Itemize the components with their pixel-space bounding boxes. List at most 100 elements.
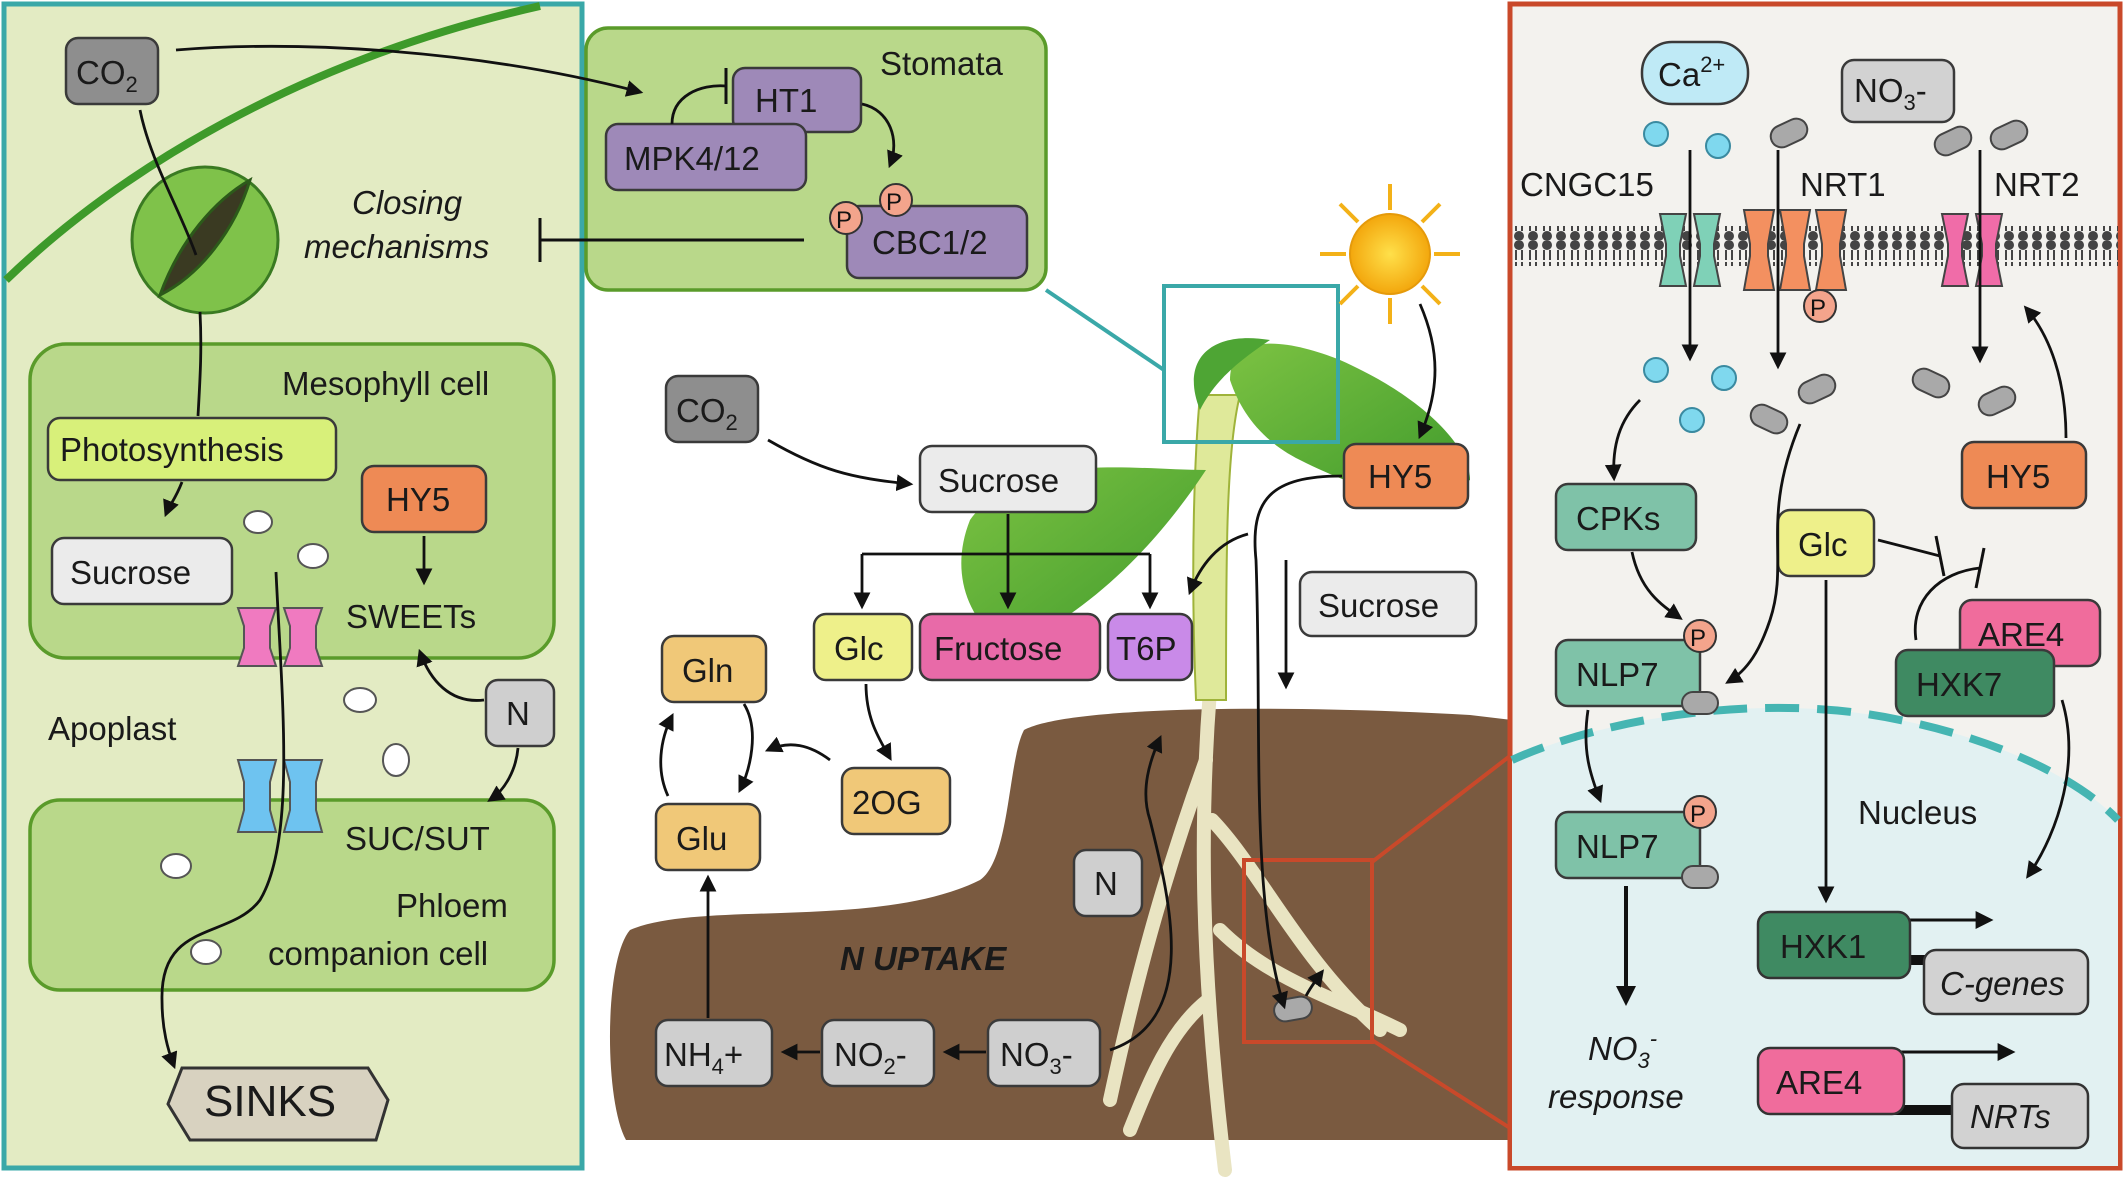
arrow-photo-sucrose: [163, 481, 184, 518]
cngc15-label: CNGC15: [1520, 166, 1654, 203]
roots: [1103, 683, 1407, 1177]
gln-node: Gln: [660, 634, 768, 704]
svg-text:HY5: HY5: [1986, 458, 2050, 495]
nlp7-a-nitrate: [1681, 691, 1719, 715]
arrow-ht1-cbc: [861, 102, 903, 169]
svg-text:NO2-: NO2-: [834, 1036, 907, 1079]
phloem-label-2: companion cell: [268, 935, 488, 972]
svg-text:CBC1/2: CBC1/2: [872, 224, 988, 261]
arrow-uptake: [1109, 734, 1173, 1052]
mesophyll-title: Mesophyll cell: [282, 365, 489, 402]
arrow-hy5-root: [1253, 474, 1343, 1010]
arrow-stoma-photosynthesis: [196, 311, 203, 417]
no3-response-label-2: response: [1548, 1078, 1684, 1115]
nlp7-node-a: NLP7: [1554, 638, 1702, 708]
suc-sut-label: SUC/SUT: [345, 820, 490, 857]
nrt1-label: NRT1: [1800, 166, 1886, 203]
no3-response-label-1: NO3-: [1588, 1026, 1657, 1073]
sucrose-node-left: Sucrose: [50, 536, 234, 606]
svg-text:2OG: 2OG: [852, 784, 922, 821]
left-panel: Stomata CO2 HT1 MPK4/12 CBC1/2 P P Closi…: [1, 1, 1048, 1171]
svg-text:NLP7: NLP7: [1576, 656, 1659, 693]
arrow-co2-sucrose: [767, 438, 914, 492]
svg-text:NLP7: NLP7: [1576, 828, 1659, 865]
arrow-sucrose-sinks: [160, 571, 286, 1070]
inhibit-glc-arrow: [1877, 538, 1941, 558]
svg-text:Sucrose: Sucrose: [938, 462, 1059, 499]
svg-text:N: N: [506, 695, 530, 732]
nitrate-ions: [1749, 117, 2029, 435]
plasma-membrane: [1512, 226, 2118, 266]
nlp7-a-phospho-label: P: [1690, 625, 1706, 652]
svg-text:MPK4/12: MPK4/12: [624, 140, 760, 177]
nrts-label: NRTs: [1970, 1098, 2051, 1135]
phloem-label-1: Phloem: [396, 887, 508, 924]
arrow-n-sucsut: [487, 747, 520, 802]
svg-text:CO2: CO2: [676, 392, 738, 435]
ht1-node: HT1: [731, 66, 863, 134]
inhibit-hxk7-are4: [1913, 566, 1981, 641]
arrow-hy5-nrt2: [2023, 305, 2068, 439]
svg-text:Photosynthesis: Photosynthesis: [60, 431, 284, 468]
no3-node-mid: NO3-: [986, 1018, 1102, 1088]
hxk1-gene-block: HXK1 C-genes: [1756, 910, 2090, 1016]
zoom-box-stomata: [1162, 284, 1340, 444]
arrow-n-sweets: [416, 648, 485, 702]
arrow-ca-cpks: [1604, 399, 1641, 482]
sucrose-granules-left: [160, 510, 410, 965]
svg-text:HT1: HT1: [755, 82, 817, 119]
cngc15-channel: [1658, 213, 1722, 287]
inhibit-glc-bar: [1934, 535, 1946, 577]
cpks-node: CPKs: [1554, 482, 1698, 552]
arrow-cpks-nlp7: [1630, 551, 1683, 620]
fructose-node: Fructose: [918, 612, 1102, 682]
arrow-co2-stoma: [138, 109, 198, 256]
arrow-og-glu: [764, 736, 831, 762]
n-node-left: N: [484, 678, 556, 748]
apoplast-label: Apoplast: [48, 710, 176, 747]
nlp7-a-phospho: [1683, 619, 1717, 653]
glc-node-right: Glc: [1776, 508, 1876, 578]
svg-text:Sucrose: Sucrose: [70, 554, 191, 591]
are4-gene-block: ARE4 NRTs: [1756, 1043, 2090, 1150]
t6p-node: T6P: [1106, 612, 1194, 682]
leaf-top: [1193, 338, 1270, 410]
sinks-node: SINKS: [166, 1066, 390, 1142]
svg-text:Glc: Glc: [1798, 526, 1848, 563]
hy5-node-left: HY5: [360, 464, 488, 534]
calcium-ions: [1643, 121, 1737, 433]
nrt2-transporter: [1940, 213, 2004, 287]
inhibit-mpk-ht1: [670, 84, 727, 125]
hy5-node-right: HY5: [1960, 440, 2088, 510]
nlp7-b-phospho-label: P: [1690, 801, 1706, 828]
arrow-no3-nlp7: [1725, 423, 1802, 684]
svg-text:CO2: CO2: [76, 54, 138, 97]
arrow-nlp7-translocate: [1584, 709, 1604, 804]
arrow-glc-og: [864, 683, 892, 761]
svg-text:HY5: HY5: [1368, 458, 1432, 495]
hy5-node-mid: HY5: [1342, 442, 1470, 510]
svg-text:P: P: [886, 189, 902, 216]
zoom-line-root-1: [1370, 754, 1512, 864]
closing-text-1: Closing: [352, 184, 463, 221]
cbc-node: CBC1/2: [845, 204, 1029, 280]
svg-text:P: P: [836, 207, 852, 234]
n-node-mid: N: [1072, 848, 1144, 918]
svg-text:Sucrose: Sucrose: [1318, 587, 1439, 624]
svg-text:CPKs: CPKs: [1576, 500, 1660, 537]
svg-text:NH4+: NH4+: [664, 1036, 743, 1079]
svg-text:P: P: [1810, 295, 1826, 322]
arrow-hxk7-cgenes: [2026, 699, 2071, 879]
hxk7-node: HXK7: [1894, 648, 2056, 718]
middle-panel: CO2 Sucrose Glc Fructose T6P HY5 Sucrose: [609, 184, 1512, 1177]
nrt2-label: NRT2: [1994, 166, 2080, 203]
nlp7-b-nitrate: [1681, 865, 1719, 889]
arrow-root-granule: [1304, 969, 1325, 997]
og-node: 2OG: [840, 766, 952, 836]
svg-text:Glu: Glu: [676, 820, 727, 857]
zoom-box-root: [1242, 858, 1374, 1044]
arrow-hy5-t6p: [1186, 532, 1249, 596]
c-genes-label: C-genes: [1940, 965, 2065, 1002]
stoma-guard-cell: [130, 165, 280, 315]
